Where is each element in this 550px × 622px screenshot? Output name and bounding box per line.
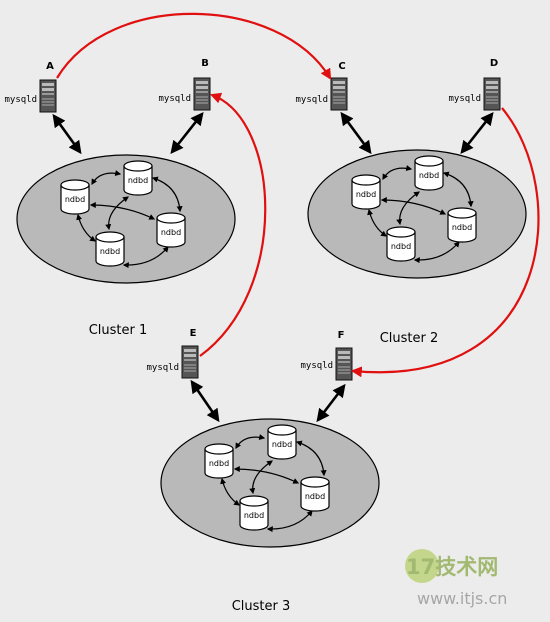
- server-d: D mysqld: [448, 58, 501, 111]
- ndbd-label: ndbd: [419, 171, 439, 180]
- cluster-1-link: [122, 246, 169, 269]
- ndbd-node: ndbd: [351, 174, 381, 210]
- cluster-3: ndbd ndbd ndbd ndbd: [160, 418, 380, 548]
- cluster-1-link: [89, 202, 156, 220]
- cluster-2-link: [442, 171, 474, 208]
- ndbd-node: ndbd: [156, 212, 186, 248]
- replication-e-to-b: [199, 92, 267, 357]
- ndbd-label: ndbd: [452, 223, 472, 232]
- server-tower-icon: [181, 345, 199, 379]
- ndbd-label: ndbd: [65, 195, 85, 204]
- server-e-process: mysqld: [146, 363, 179, 373]
- ndbd-node: ndbd: [123, 160, 153, 196]
- watermark-line2: www.itjs.cn: [417, 589, 507, 608]
- replication-d-to-f: [350, 107, 540, 378]
- server-tower-icon: [193, 77, 211, 111]
- server-d-letter: D: [490, 58, 498, 69]
- ndbd-node: ndbd: [60, 179, 90, 215]
- ndbd-node: ndbd: [386, 226, 416, 262]
- cluster-1-link: [151, 176, 183, 213]
- ndbd-node: ndbd: [204, 443, 234, 479]
- watermark-logo-icon: [405, 549, 439, 583]
- server-e-letter: E: [190, 328, 197, 339]
- server-a-letter: A: [46, 61, 54, 72]
- ndbd-label: ndbd: [161, 228, 181, 237]
- watermark-line1: 17技术网: [406, 555, 498, 579]
- server-d-cluster-link: [460, 111, 494, 155]
- server-e: E mysqld: [146, 328, 199, 379]
- cluster-3-link: [233, 466, 300, 484]
- cluster-3-link: [266, 510, 313, 533]
- cluster-1-link: [76, 213, 96, 242]
- ndbd-label: ndbd: [272, 440, 292, 449]
- server-c-letter: C: [338, 61, 345, 72]
- ndbd-node: ndbd: [267, 424, 297, 460]
- server-e-cluster-link: [190, 379, 220, 423]
- server-b-cluster-link: [170, 111, 204, 155]
- cluster-3-label: Cluster 3: [232, 599, 291, 614]
- ndbd-node: ndbd: [239, 495, 269, 531]
- ndbd-label: ndbd: [391, 242, 411, 251]
- server-b: B mysqld: [158, 58, 211, 111]
- watermark: 17技术网 www.itjs.cn: [405, 549, 507, 608]
- cluster-2-link: [382, 165, 413, 181]
- ndbd-label: ndbd: [356, 190, 376, 199]
- ndbd-label: ndbd: [209, 459, 229, 468]
- server-tower-icon: [483, 77, 501, 111]
- ndbd-label: ndbd: [305, 492, 325, 501]
- ndbd-node: ndbd: [414, 155, 444, 191]
- ndbd-node: ndbd: [447, 207, 477, 243]
- server-c: C mysqld: [295, 61, 348, 111]
- server-tower-icon: [330, 77, 348, 111]
- ndbd-node: ndbd: [95, 231, 125, 267]
- ndbd-label: ndbd: [244, 511, 264, 520]
- server-b-letter: B: [201, 58, 209, 69]
- server-tower-icon: [39, 79, 57, 113]
- server-c-process: mysqld: [295, 95, 328, 105]
- server-d-process: mysqld: [448, 94, 481, 104]
- cluster-1-link: [91, 170, 122, 186]
- ndbd-label: ndbd: [100, 247, 120, 256]
- cluster-1-label: Cluster 1: [89, 323, 148, 338]
- cluster-2: ndbd ndbd ndbd ndbd: [307, 149, 527, 279]
- cluster-1: ndbd ndbd ndbd ndbd: [16, 154, 236, 284]
- cluster-3-link: [220, 477, 240, 506]
- server-c-cluster-link: [340, 111, 372, 155]
- cluster-3-link: [295, 440, 327, 477]
- server-f: F mysqld: [300, 330, 353, 381]
- server-f-process: mysqld: [300, 361, 333, 371]
- cluster-2-link: [380, 197, 447, 215]
- cluster-2-link: [413, 241, 460, 264]
- server-f-letter: F: [338, 330, 345, 341]
- server-a-cluster-link: [52, 113, 82, 155]
- server-a-process: mysqld: [4, 95, 37, 105]
- ndbd-node: ndbd: [300, 476, 330, 512]
- server-f-cluster-link: [316, 383, 346, 423]
- ndbd-label: ndbd: [128, 176, 148, 185]
- cluster-2-link: [367, 208, 387, 237]
- server-b-process: mysqld: [158, 94, 191, 104]
- server-tower-icon: [335, 347, 353, 381]
- cluster-2-label: Cluster 2: [380, 331, 439, 346]
- replication-a-to-c: [56, 12, 332, 80]
- server-a: A mysqld: [4, 61, 57, 113]
- cluster-3-link: [235, 434, 266, 450]
